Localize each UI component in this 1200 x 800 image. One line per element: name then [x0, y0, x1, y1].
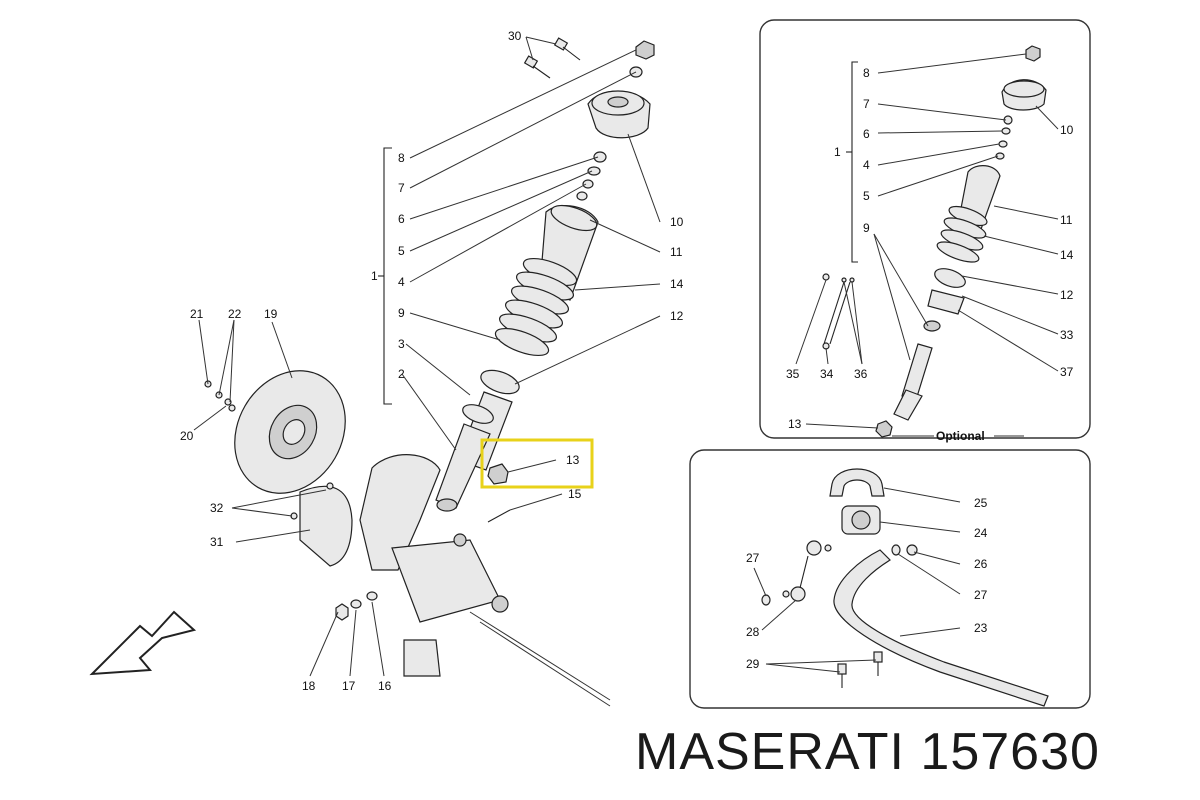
- label-14: 14: [670, 277, 684, 291]
- stabilizer-bar-icon: [833, 549, 1049, 707]
- stabilizer-bushing-icon: [841, 505, 881, 535]
- label-9: 9: [398, 306, 405, 320]
- leader-lines-stabilizer: [753, 487, 961, 673]
- label-22: 22: [228, 307, 242, 321]
- shock-absorber-icon: [435, 391, 513, 512]
- stab-label-27b: 27: [974, 588, 988, 602]
- opt-label-34: 34: [820, 367, 834, 381]
- opt-label-33: 33: [1060, 328, 1074, 342]
- label-20: 20: [180, 429, 194, 443]
- label-4: 4: [398, 275, 405, 289]
- label-10: 10: [670, 215, 684, 229]
- drive-shaft: [469, 611, 611, 701]
- label-11: 11: [670, 245, 683, 259]
- group-bracket: [383, 147, 392, 405]
- stabilizer-link-icon: [782, 540, 832, 602]
- label-21: 21: [190, 307, 204, 321]
- labels-stabilizer: 25 24 27 26 27 28 23 29: [746, 496, 988, 671]
- opt-label-4: 4: [863, 158, 870, 172]
- opt-label-7: 7: [863, 97, 870, 111]
- label-31: 31: [210, 535, 224, 549]
- opt-label-9: 9: [863, 221, 870, 235]
- optional-panel: Optional 8 7 6 1 4 5 9 10 11 14 12 33 37…: [759, 19, 1091, 443]
- clamp-icon: [829, 468, 885, 497]
- stab-label-28: 28: [746, 625, 760, 639]
- leader-lines-optional: [795, 53, 1059, 429]
- highlight-box: [480, 438, 594, 489]
- label-32: 32: [210, 501, 224, 515]
- opt-label-6: 6: [863, 127, 870, 141]
- opt-label-1: 1: [834, 145, 841, 159]
- bolt-29-icon: [837, 651, 883, 688]
- opt-label-8: 8: [863, 66, 870, 80]
- labels-optional: 8 7 6 1 4 5 9 10 11 14 12 33 37 35 34 36…: [786, 66, 1074, 431]
- label-13: 13: [566, 453, 580, 467]
- stab-label-23: 23: [974, 621, 988, 635]
- stab-label-27a: 27: [746, 551, 760, 565]
- label-15: 15: [568, 487, 582, 501]
- opt-spring-seat-icon: [927, 268, 966, 315]
- opt-label-14: 14: [1060, 248, 1074, 262]
- optional-title: Optional: [936, 429, 985, 443]
- label-30: 30: [508, 29, 522, 43]
- label-5: 5: [398, 244, 405, 258]
- stab-label-29: 29: [746, 657, 760, 671]
- label-6: 6: [398, 212, 405, 226]
- label-16: 16: [378, 679, 392, 693]
- dust-shield-icon: [299, 485, 353, 567]
- bolt-15-icon: [487, 509, 511, 523]
- part-number-caption: MASERATI 157630: [635, 723, 1100, 781]
- labels-main: 30 1 8 7 6 5 4 9 3 2 10 11 14 12 13 15 2…: [180, 29, 684, 693]
- label-8: 8: [398, 151, 405, 165]
- upright-icon: [359, 454, 509, 677]
- brake-disc-icon: [234, 370, 346, 494]
- direction-arrow-icon: [89, 610, 197, 676]
- stab-label-26: 26: [974, 557, 988, 571]
- opt-label-10: 10: [1060, 123, 1074, 137]
- label-12: 12: [670, 309, 684, 323]
- top-nut-icon: [635, 40, 655, 60]
- opt-shock-absorber-icon: [893, 343, 933, 421]
- stabilizer-panel: 25 24 27 26 27 28 23 29: [689, 449, 1091, 709]
- label-19: 19: [264, 307, 278, 321]
- opt-top-mount-icon: [1001, 79, 1047, 111]
- coil-spring-icon: [494, 257, 578, 357]
- leader-lines-main: [193, 36, 661, 677]
- opt-label-35: 35: [786, 367, 800, 381]
- opt-label-5: 5: [863, 189, 870, 203]
- stab-label-24: 24: [974, 526, 988, 540]
- label-18: 18: [302, 679, 316, 693]
- opt-label-11: 11: [1060, 213, 1073, 227]
- bushing-13-icon: [487, 463, 509, 485]
- stab-label-25: 25: [974, 496, 988, 510]
- top-mount-icon: [587, 90, 651, 139]
- label-2: 2: [398, 367, 405, 381]
- opt-label-13: 13: [788, 417, 802, 431]
- label-7: 7: [398, 181, 405, 195]
- label-17: 17: [342, 679, 356, 693]
- opt-label-12: 12: [1060, 288, 1074, 302]
- label-1: 1: [371, 269, 378, 283]
- label-3: 3: [398, 337, 405, 351]
- opt-label-36: 36: [854, 367, 868, 381]
- opt-label-37: 37: [1060, 365, 1074, 379]
- spring-seat-icon: [480, 369, 520, 395]
- main-assembly: 30 1 8 7 6 5 4 9 3 2 10 11 14 12 13 15 2…: [89, 29, 684, 707]
- opt-coil-spring-icon: [936, 205, 988, 263]
- bolt-30-icon: [523, 37, 581, 79]
